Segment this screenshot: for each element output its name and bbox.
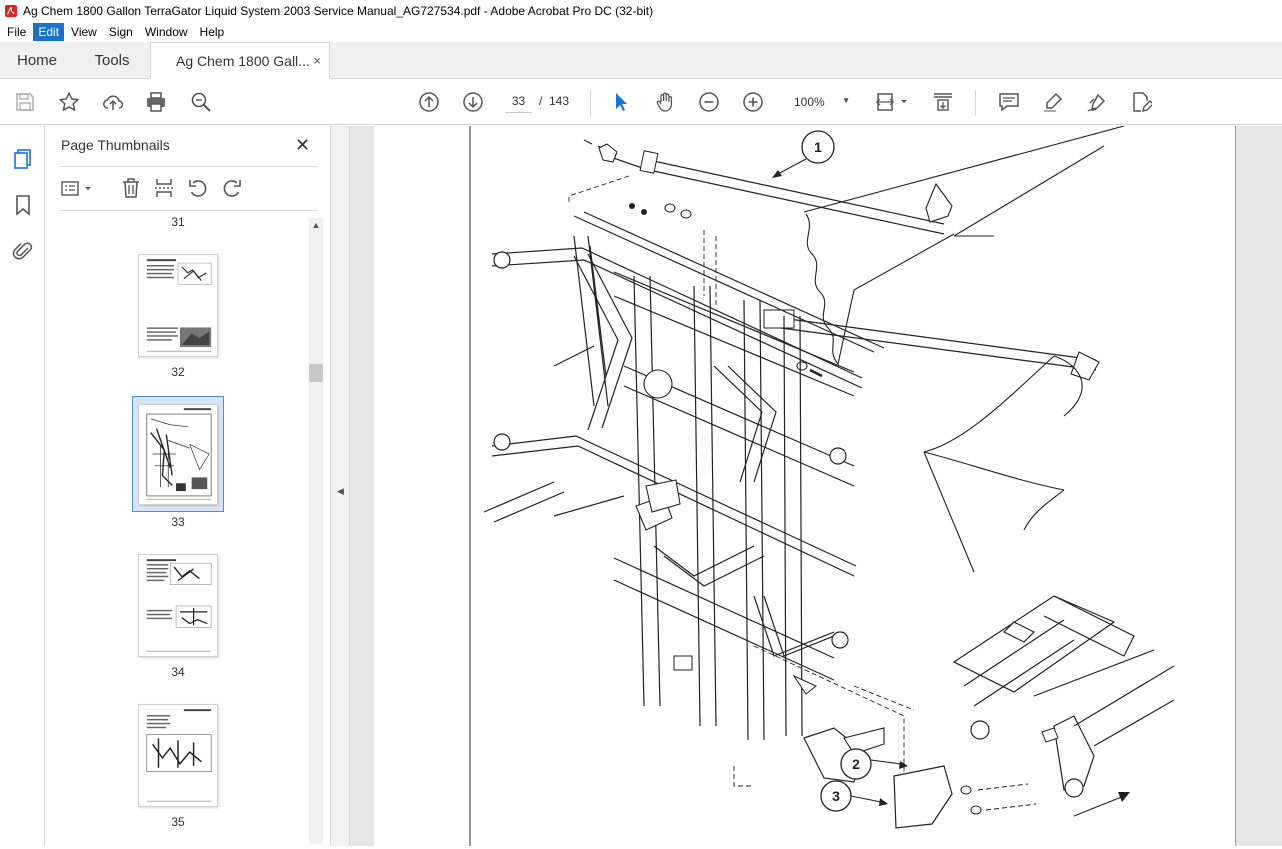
thumbnail-panel: Page Thumbnails ✕ 31 (45, 126, 331, 846)
close-icon[interactable]: ✕ (295, 135, 311, 155)
scrollbar-thumb[interactable] (309, 364, 323, 382)
page-number-label: 33 (171, 515, 185, 529)
page-separator: / (539, 94, 543, 108)
extract-pages-icon[interactable] (152, 176, 176, 200)
thumbnail-page-35[interactable] (138, 704, 218, 807)
thumbnail-options-icon[interactable] (59, 176, 95, 200)
panel-splitter[interactable]: ◀ (331, 126, 350, 846)
page-number-label: 31 (171, 215, 185, 229)
callout-1: 1 (814, 139, 822, 155)
menu-file[interactable]: File (7, 25, 27, 39)
page-number-input[interactable] (505, 89, 532, 113)
zoom-value: 100% (794, 95, 825, 109)
thumbnail-page-34[interactable] (138, 554, 218, 657)
chevron-up-icon[interactable]: ▲ (311, 220, 321, 230)
zoom-out-icon[interactable] (697, 90, 721, 114)
menu-bar: File Edit View Sign Window Help (0, 22, 1282, 42)
window-title: Ag Chem 1800 Gallon TerraGator Liquid Sy… (23, 4, 654, 18)
comment-icon[interactable] (997, 90, 1021, 114)
tab-document-label: Ag Chem 1800 Gall... (176, 53, 310, 69)
upload-icon[interactable] (101, 90, 125, 114)
thumbnail-scrollbar[interactable] (309, 218, 323, 844)
rotate-right-icon[interactable] (220, 176, 244, 200)
fit-page-icon[interactable] (874, 90, 910, 114)
divider (60, 210, 318, 211)
scroll-mode-icon[interactable] (931, 90, 955, 114)
attachments-icon[interactable] (11, 239, 35, 263)
menu-edit[interactable]: Edit (33, 23, 65, 41)
page-number-label: 32 (171, 365, 185, 379)
search-zoom-icon[interactable] (189, 90, 213, 114)
page-number-label: 34 (171, 665, 185, 679)
thumbnail-page-33[interactable] (138, 404, 218, 505)
collapse-panel-icon[interactable]: ◀ (337, 486, 344, 496)
thumbnail-panel-title: Page Thumbnails (61, 137, 170, 153)
thumbnail-page-32[interactable] (138, 254, 218, 357)
menu-help[interactable]: Help (199, 25, 225, 39)
menu-window[interactable]: Window (144, 25, 188, 39)
toolbar: / 143 100% ▼ (0, 79, 1282, 125)
chevron-down-icon: ▼ (842, 96, 850, 105)
divider (60, 166, 318, 167)
page-down-icon[interactable] (461, 90, 485, 114)
star-icon[interactable] (57, 90, 81, 114)
callout-2: 2 (852, 756, 860, 772)
zoom-select[interactable]: 100% ▼ (790, 91, 852, 113)
tab-close-icon[interactable]: × (313, 53, 321, 68)
callout-3: 3 (832, 788, 840, 804)
select-arrow-icon[interactable] (609, 90, 633, 114)
tab-tools[interactable]: Tools (94, 51, 130, 69)
page-up-icon[interactable] (417, 90, 441, 114)
page-number-label: 35 (171, 815, 185, 829)
pdf-page: 1 (374, 125, 1237, 846)
rotate-left-icon[interactable] (186, 176, 210, 200)
save-icon[interactable] (13, 90, 37, 114)
acrobat-icon (5, 5, 17, 17)
exploded-parts-diagram: 1 (469, 125, 1237, 846)
toolbar-divider (590, 90, 591, 116)
hand-icon[interactable] (653, 90, 677, 114)
tab-bar: Home Tools Ag Chem 1800 Gall... × (0, 42, 1282, 79)
page-thumbnails-icon[interactable] (11, 147, 35, 171)
toolbar-divider (975, 90, 976, 116)
delete-icon[interactable] (119, 176, 143, 200)
left-rail (0, 126, 45, 846)
page-total: 143 (549, 94, 570, 108)
menu-view[interactable]: View (71, 25, 97, 39)
document-view[interactable]: 1 (350, 125, 1282, 846)
tab-home[interactable]: Home (16, 51, 57, 69)
highlight-icon[interactable] (1041, 90, 1065, 114)
menu-sign[interactable]: Sign (108, 25, 133, 39)
edit-pdf-icon[interactable] (1129, 90, 1153, 114)
zoom-in-icon[interactable] (741, 90, 765, 114)
thumbnail-list: 31 32 (59, 212, 319, 846)
tab-document[interactable]: Ag Chem 1800 Gall... × (150, 42, 330, 79)
sign-icon[interactable] (1085, 90, 1109, 114)
title-bar: Ag Chem 1800 Gallon TerraGator Liquid Sy… (0, 0, 1282, 22)
bookmarks-icon[interactable] (11, 193, 35, 217)
print-icon[interactable] (144, 90, 168, 114)
